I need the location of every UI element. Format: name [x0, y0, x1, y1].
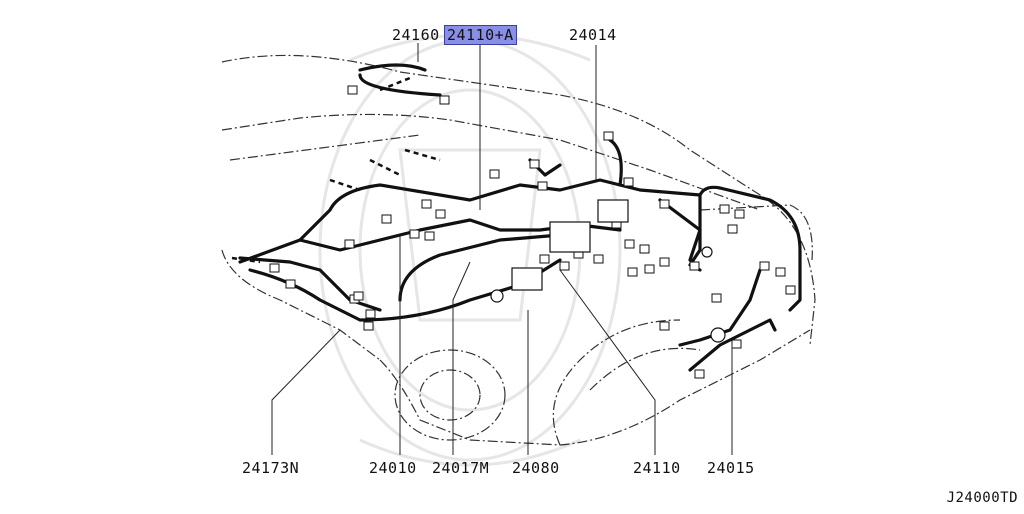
callout-24014[interactable]: 24014	[569, 26, 617, 44]
leader-lines	[271, 43, 733, 455]
harness-dashes	[231, 76, 441, 264]
callout-24110-a-highlighted[interactable]: 24110+A	[444, 25, 517, 45]
drawing-code: J24000TD	[946, 490, 1018, 506]
junction-blocks	[490, 199, 726, 343]
callout-24010[interactable]: 24010	[369, 459, 417, 477]
callout-24080[interactable]: 24080	[512, 459, 560, 477]
wiring-harness	[238, 63, 802, 372]
callout-24017m[interactable]: 24017M	[432, 459, 490, 477]
callout-24160[interactable]: 24160	[392, 26, 440, 44]
callout-24110[interactable]: 24110	[633, 459, 681, 477]
callout-24173n[interactable]: 24173N	[242, 459, 300, 477]
connectors	[269, 85, 796, 379]
callout-24015[interactable]: 24015	[707, 459, 755, 477]
car-body-outline	[221, 54, 816, 446]
